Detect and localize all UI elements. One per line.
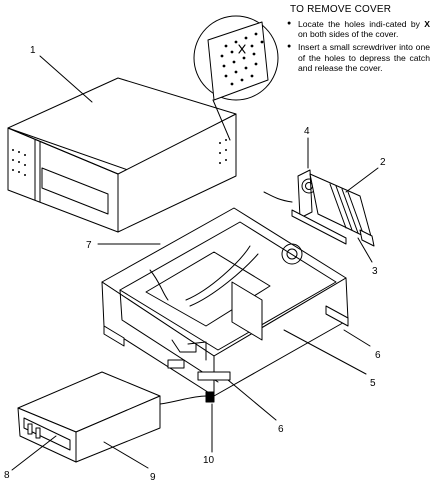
- step-1-text-a: Locate the holes indi-cated by: [298, 19, 425, 29]
- hole-detail-magnifier: [193, 15, 279, 141]
- vent-holes-right: [219, 139, 227, 164]
- leader-lines: [11, 55, 379, 471]
- callout-8: 8: [4, 470, 10, 481]
- callout-7: 7: [86, 240, 92, 251]
- system-chassis: [101, 207, 349, 397]
- callout-10: 10: [203, 455, 215, 466]
- cover-part: [7, 77, 237, 233]
- power-supply-assembly: [263, 169, 375, 247]
- step-1-text-b: on both sides of the cover.: [298, 29, 399, 40]
- callout-1: 1: [30, 45, 36, 56]
- step-1-mark: X: [424, 19, 430, 29]
- callout-9: 9: [150, 472, 156, 483]
- callout-4: 4: [304, 126, 310, 137]
- instructions-list: Locate the holes indi-cated by X on both…: [284, 19, 430, 76]
- instructions-title: TO REMOVE COVER: [290, 4, 392, 15]
- callout-6a: 6: [375, 350, 381, 361]
- drive-unit: [17, 371, 215, 463]
- callout-2: 2: [380, 157, 386, 168]
- vent-holes-left: [12, 149, 26, 176]
- instruction-step-1: Locate the holes indi-cated by X on both…: [284, 19, 430, 39]
- instruction-step-2: Insert a small screwdriver into one of t…: [284, 42, 430, 73]
- step-2-text: Insert a small screwdriver into one of t…: [298, 42, 430, 73]
- callout-5: 5: [370, 378, 376, 389]
- callout-6b: 6: [278, 424, 284, 435]
- callout-labels: 1 2 3 4 5 6 6 7 8 9 10: [4, 45, 386, 483]
- callout-3: 3: [372, 266, 378, 277]
